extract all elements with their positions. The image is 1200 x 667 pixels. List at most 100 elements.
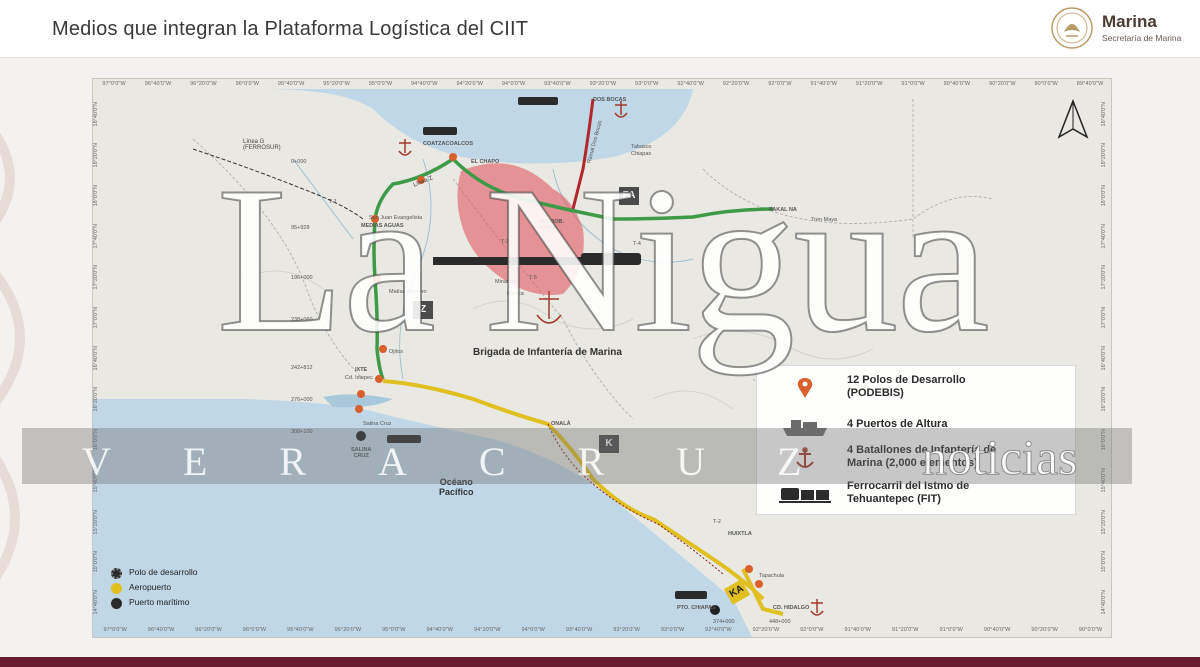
zone-badge-fa: FA [619,187,639,205]
latitude-tick-label: 18°40'0"N [1101,101,1107,127]
label-san-juan: San Juan Evangelista [369,215,423,221]
longitude-tick-label: 90°20'0"W [1031,627,1058,633]
longitude-tick-label: 93°0'0"W [635,81,659,87]
longitude-tick-label: 96°40'0"W [144,81,172,87]
legend-text-ferrocarril: Ferrocarril del Istmo de Tehuantepec (FI… [847,480,970,505]
longitude-tick-label: 94°40'0"W [411,81,438,87]
label-pakal-na: PAKAL NA [769,207,797,213]
latitude-tick-label: 15°0'0"N [93,551,99,573]
label-ojitos: Ojitos [389,349,404,355]
legend-item-batallones: 4 Batallones de Infantería de Marina (2,… [757,442,1077,476]
legend-item-puertos: 4 Puertos de Altura [757,410,1077,444]
label-km-95: 95+928 [291,225,310,231]
longitude-tick-label: 90°40'0"W [983,627,1011,633]
longitude-tick-label: 93°20'0"W [613,627,640,633]
label-brigada: Brigada de Infantería de Marina [473,347,622,358]
label-km-0: 0+000 [291,159,307,165]
marina-logo: Marina Secretaría de Marina [1050,6,1190,50]
label-km-276: 276+000 [291,397,313,403]
latitude-tick-label: 15°20'0"N [1101,509,1107,534]
longitude-tick-label: 94°0'0"W [521,627,545,633]
longitude-tick-label: 90°20'0"W [989,81,1016,87]
anchor-icon [796,447,814,468]
legend-item-puerto: Puerto marítimo [111,597,261,612]
brand-subtitle: Secretaría de Marina [1102,33,1182,43]
latitude-tick-label: 15°0'0"N [1101,551,1107,573]
brand-name: Marina [1102,12,1157,31]
label-blanca: Blanca [507,291,524,297]
longitude-tick-label: 93°40'0"W [565,627,593,633]
latitude-tick-label: 15°40'0"N [1101,467,1107,493]
longitude-tick-label: 93°40'0"W [544,81,571,87]
legend-text-polos: 12 Polos de Desarrollo (PODEBIS) [847,374,966,399]
longitude-tick-label: 96°20'0"W [195,627,222,633]
seaport-icon [111,598,122,609]
latitude-tick-label: 15°20'0"N [93,509,99,534]
longitude-tick-label: 96°0'0"W [235,81,260,87]
longitude-tick-label: 91°0'0"W [939,627,963,633]
latitude-tick-label: 18°20'0"N [93,143,99,168]
longitude-tick-label: 97°0'0"W [103,627,127,633]
zone-badge-z: Z [413,301,433,319]
latitude-tick-label: 16°40'0"N [93,345,99,371]
label-oceano-pacifico: Océano Pacífico [439,477,474,497]
train-icon [779,488,831,503]
label-coatzacoalcos: COATZACOALCOS [423,141,474,147]
latitude-tick-label: 17°40'0"N [93,223,99,249]
longitude-tick-label: 97°0'0"W [102,81,126,87]
label-km-308: 308+100 [291,429,313,435]
legend-text-puerto: Puerto marítimo [129,597,190,607]
label-medias-aguas: MEDIAS AGUAS [361,223,404,229]
longitude-tick-label: 93°0'0"W [660,627,685,633]
label-pto-chiapas: PTO. CHIAPAS [677,605,716,611]
legend-item-polo: Polo de desarrollo [111,567,261,582]
longitude-tick-label: 91°40'0"W [844,627,872,633]
label-mina: Minatitlán [495,279,519,285]
label-onala: ONALÁ [551,421,571,427]
development-pole-icon [111,568,122,579]
ship-icon [783,420,827,436]
latitude-tick-label: 17°20'0"N [1101,265,1107,290]
north-arrow-icon [1057,98,1089,139]
longitude-tick-label: 95°20'0"W [323,81,350,87]
label-cd-hidalgo: CD. HIDALGO [773,605,810,611]
legend-item-aeropuerto: Aeropuerto [111,582,261,597]
longitude-tick-label: 90°0'0"W [1078,627,1103,633]
longitude-tick-label: 92°40'0"W [705,627,732,633]
label-tabasco: Tabasco [631,144,652,150]
map-symbol-legend: Polo de desarrollo Aeropuerto Puerto mar… [111,567,261,623]
label-tapachula: Tapachula [759,573,785,579]
label-salina-cruz-small: Salina Cruz [363,421,392,427]
longitude-tick-label: 95°0'0"W [382,627,406,633]
label-t2: T-2 [713,519,721,525]
longitude-tick-label: 89°40'0"W [1076,81,1104,87]
longitude-tick-label: 90°40'0"W [943,81,971,87]
bottom-accent-bar [0,657,1200,667]
longitude-tick-label: 91°20'0"W [855,81,883,87]
label-ing-rob-ayala: ING.ROB. AYALA [539,219,565,231]
label-tren-maya: Tren Maya [811,217,838,223]
longitude-tick-label: 94°20'0"W [456,81,484,87]
longitude-tick-label: 91°0'0"W [901,81,925,87]
label-ixtepec: IXTE [355,367,368,373]
label-t3: T-3 [501,239,509,245]
longitude-tick-label: 90°0'0"W [1034,81,1058,87]
label-huixtla: HUIXTLA [728,531,752,537]
label-matias-romero: Matías Romero [389,289,427,295]
latitude-tick-label: 16°40'0"N [1101,345,1107,371]
label-salina-cruz: SALINA CRUZ [351,447,372,459]
label-km-196: 196+000 [291,275,313,281]
slide-header: Medios que integran la Plataforma Logíst… [0,0,1200,58]
legend-item-ferrocarril: Ferrocarril del Istmo de Tehuantepec (FI… [757,478,1077,512]
legend-text-puertos: 4 Puertos de Altura [847,418,948,430]
legend-text-polo: Polo de desarrollo [129,567,198,577]
legend-text-batallones: 4 Batallones de Infantería de Marina (2,… [847,444,997,469]
longitude-tick-label: 93°20'0"W [589,81,617,87]
latitude-tick-label: 18°0'0"N [1101,185,1107,207]
longitude-tick-label: 94°20'0"W [473,627,501,633]
